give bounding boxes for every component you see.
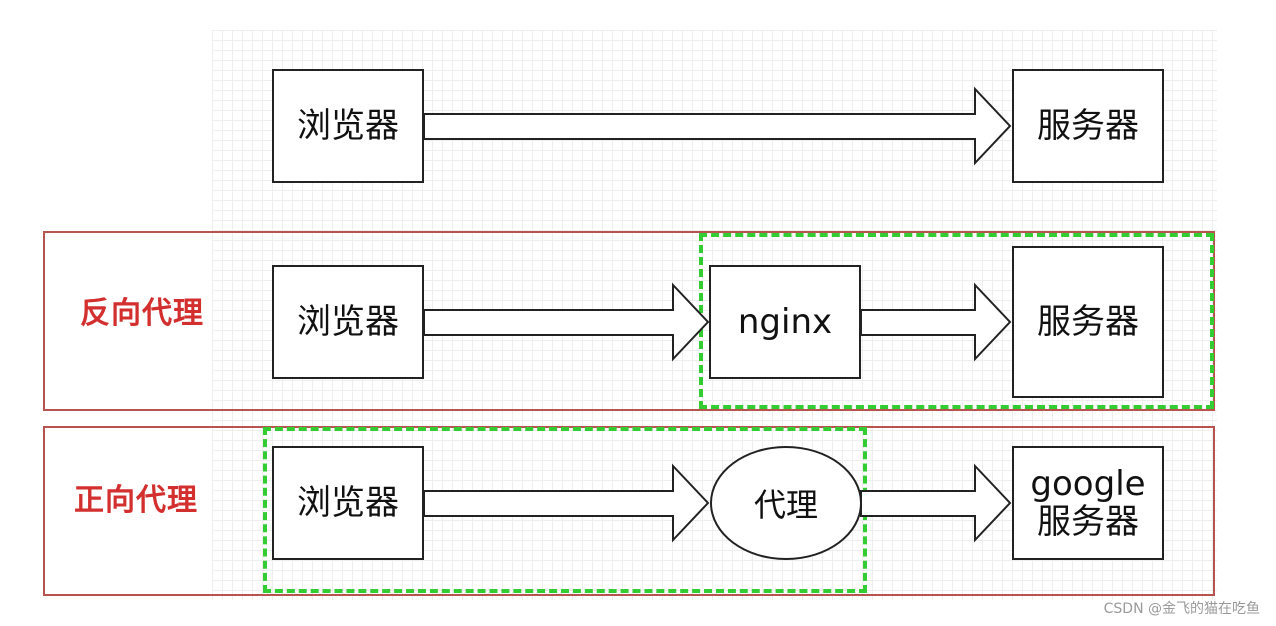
proxy-text: 代理 — [753, 486, 818, 524]
direct-server-text: 服务器 — [1037, 106, 1139, 146]
nginx-box: nginx — [709, 265, 861, 379]
arrow-browser-to-proxy — [423, 463, 710, 543]
arrow-browser-to-server — [423, 86, 1012, 166]
arrow-proxy-to-google — [860, 463, 1012, 543]
google-server-text: 服务器 — [1037, 502, 1139, 542]
reverse-browser-box: 浏览器 — [272, 265, 424, 379]
reverse-proxy-label: 反向代理 — [80, 296, 204, 331]
arrow-browser-to-nginx — [423, 282, 710, 362]
forward-proxy-label: 正向代理 — [74, 483, 198, 518]
nginx-text: nginx — [737, 302, 833, 342]
google-text: google — [1030, 464, 1146, 504]
proxy-ellipse: 代理 — [710, 446, 862, 560]
forward-browser-box: 浏览器 — [272, 446, 424, 560]
watermark: CSDN @金飞的猫在吃鱼 — [1103, 601, 1260, 617]
reverse-server-box: 服务器 — [1012, 246, 1164, 398]
reverse-proxy-frame — [43, 231, 1215, 411]
google-server-box: google 服务器 — [1012, 446, 1164, 560]
direct-browser-box: 浏览器 — [272, 69, 424, 183]
direct-server-box: 服务器 — [1012, 69, 1164, 183]
reverse-browser-text: 浏览器 — [297, 302, 399, 342]
forward-browser-text: 浏览器 — [297, 483, 399, 523]
direct-browser-text: 浏览器 — [297, 106, 399, 146]
arrow-nginx-to-server — [860, 282, 1012, 362]
reverse-server-text: 服务器 — [1037, 302, 1139, 342]
